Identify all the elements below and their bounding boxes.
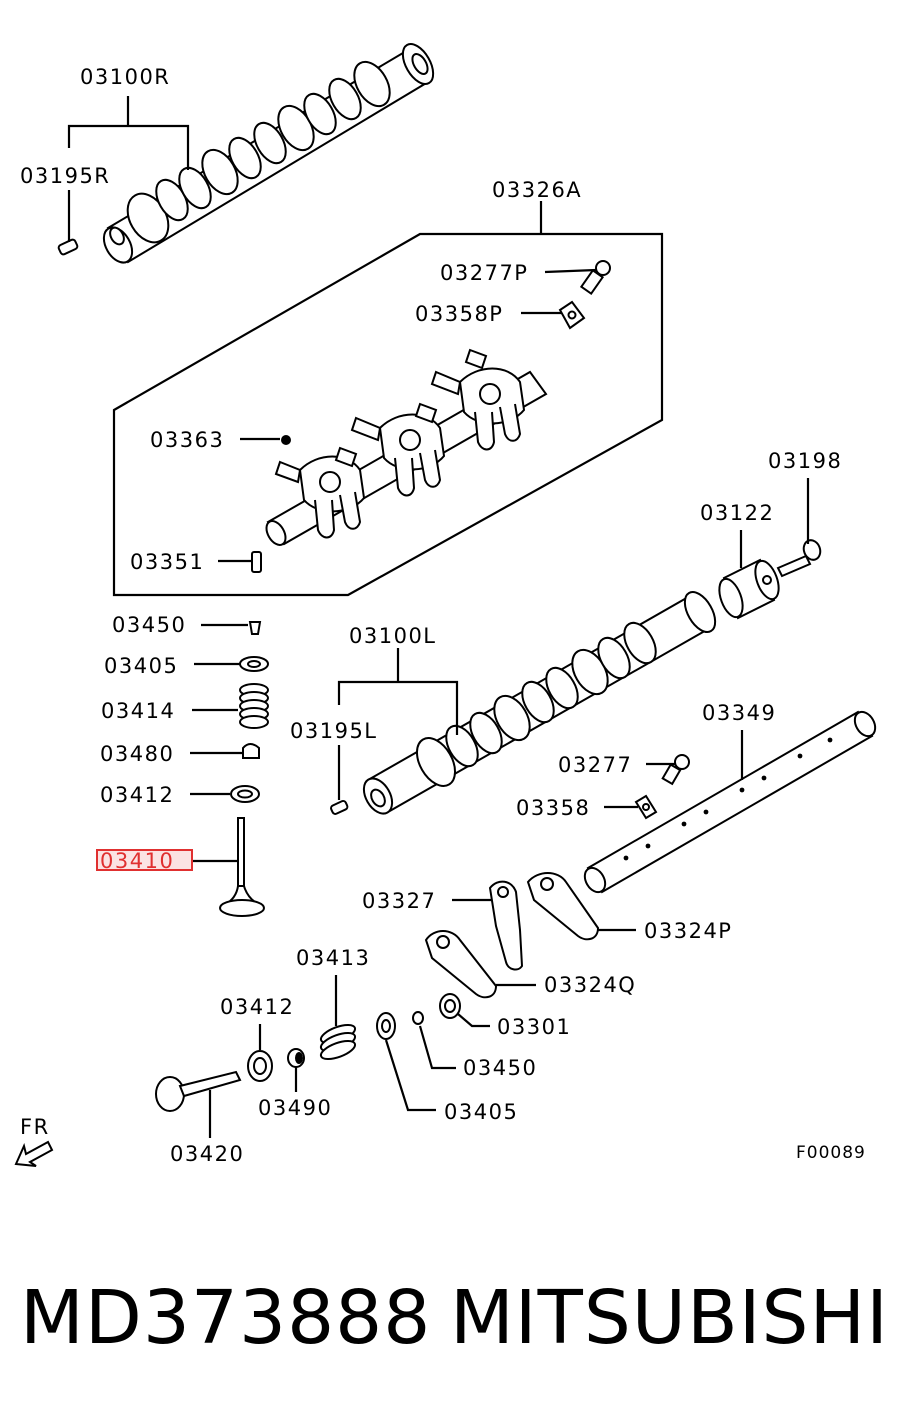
highlight-box-03410: [96, 849, 193, 871]
callout-03412a: 03412: [100, 783, 174, 807]
callout-03363: 03363: [150, 428, 224, 452]
callout-03122: 03122: [700, 501, 774, 525]
retainer-03405a: [239, 656, 269, 672]
front-arrow-icon: [14, 1140, 54, 1167]
callout-03412b: 03412: [220, 995, 294, 1019]
bolt-03277p: [579, 260, 611, 296]
leader-03301: [457, 1013, 490, 1028]
rocker-arm-assembly: [265, 348, 548, 546]
adjust-screw-03351: [251, 551, 262, 573]
nut-03363: [281, 435, 291, 445]
callout-03413: 03413: [296, 946, 370, 970]
callout-03358p: 03358P: [415, 302, 503, 326]
part-number: MD373888: [20, 1275, 432, 1361]
callout-03195l: 03195L: [290, 719, 378, 743]
spring-03413: [319, 1023, 357, 1061]
seal-03480: [242, 743, 260, 759]
retainer-03405b: [376, 1012, 396, 1040]
callout-03277: 03277: [558, 753, 632, 777]
callout-03410: 03410: [100, 849, 174, 873]
callout-03326a: 03326A: [492, 178, 582, 202]
shim-03301: [439, 993, 461, 1019]
callout-03301: 03301: [497, 1015, 571, 1039]
leader-03405b: [384, 1039, 436, 1112]
callout-03405a: 03405: [104, 654, 178, 678]
callout-03405b: 03405: [444, 1100, 518, 1124]
callout-03100l: 03100L: [349, 624, 437, 648]
seat-03412b: [247, 1050, 273, 1082]
seal-03490: [287, 1048, 305, 1068]
callout-03327: 03327: [362, 889, 436, 913]
callout-03490: 03490: [258, 1096, 332, 1120]
callout-03324q: 03324Q: [544, 973, 636, 997]
washer-03358: [634, 794, 658, 820]
bolt-03198: [776, 539, 822, 578]
callout-03277p: 03277P: [440, 261, 528, 285]
leader-bracket-03100l: [337, 680, 459, 735]
valve-03410: [219, 817, 265, 917]
callout-03351: 03351: [130, 550, 204, 574]
camshaft-left: [362, 591, 717, 815]
leader-03277p: [544, 268, 597, 274]
direction-label: FR: [20, 1115, 50, 1139]
callout-03450a: 03450: [112, 613, 186, 637]
callout-03358: 03358: [516, 796, 590, 820]
cam-sprocket-03122: [718, 558, 780, 620]
footer: MD373888 MITSUBISHI: [0, 1268, 909, 1368]
callout-03349: 03349: [702, 701, 776, 725]
figure-code: F00089: [796, 1143, 866, 1163]
callout-03420: 03420: [170, 1142, 244, 1166]
washer-03358p: [558, 300, 586, 330]
dowel-pin-r: [57, 238, 79, 256]
callout-03195r: 03195R: [20, 164, 110, 188]
callout-03450b: 03450: [463, 1056, 537, 1080]
bolt-03277: [661, 754, 690, 786]
rocker-arm-03324p: [526, 872, 600, 941]
leader-bracket-03100r: [67, 124, 190, 170]
brand-name: MITSUBISHI: [449, 1275, 889, 1361]
camshaft-right: [102, 43, 435, 264]
seat-03412a: [230, 785, 260, 803]
callout-03324p: 03324P: [644, 919, 732, 943]
callout-03480: 03480: [100, 742, 174, 766]
callout-03198: 03198: [768, 449, 842, 473]
assembly-outline-03326a: [112, 232, 664, 597]
rocker-arm-03327: [488, 880, 524, 971]
cotter-03450a: [248, 621, 262, 635]
spring-03414: [239, 683, 269, 729]
valve-03420: [155, 1070, 242, 1112]
rocker-arm-03324q: [424, 930, 498, 999]
cotter-03450b: [412, 1011, 424, 1025]
dowel-pin-l: [330, 799, 349, 815]
leader-03450b: [418, 1025, 456, 1070]
callout-03100r: 03100R: [80, 65, 170, 89]
rocker-shaft-03349: [583, 710, 877, 894]
callout-03414: 03414: [101, 699, 175, 723]
